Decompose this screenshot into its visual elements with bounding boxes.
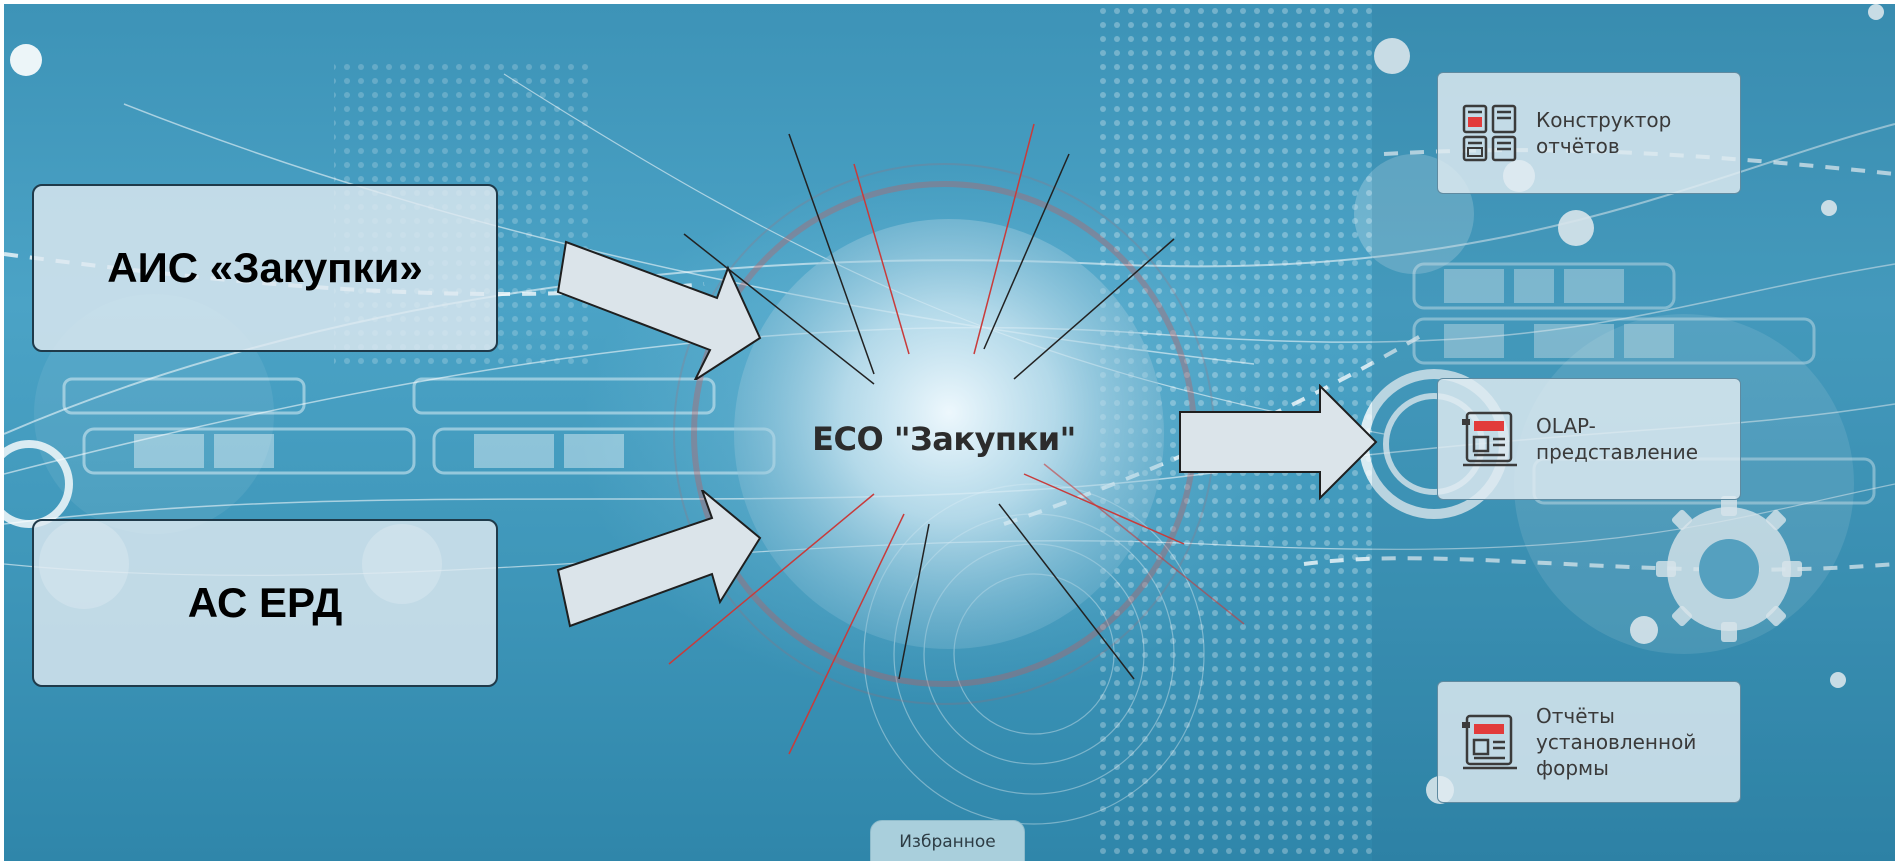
report-builder-icon xyxy=(1462,104,1517,162)
center-system-title: ЕСО "Закупки" xyxy=(812,420,1076,458)
standard-reports-label: Отчёты установленной формы xyxy=(1536,704,1697,780)
source-ais-label: АИС «Закупки» xyxy=(107,244,423,291)
standard-reports-card[interactable]: Отчёты установленной формы xyxy=(1437,681,1741,803)
report-form-icon xyxy=(1462,714,1517,770)
arrow-right-icon xyxy=(556,490,762,628)
olap-view-label: OLAP-представление xyxy=(1536,414,1699,464)
arrow-right-icon xyxy=(556,240,762,380)
source-as-erd: АС ЕРД xyxy=(32,519,498,687)
olap-view-card[interactable]: OLAP-представление xyxy=(1437,378,1741,500)
arrow-right-icon xyxy=(1179,384,1378,501)
report-builder-label: Конструктор отчётов xyxy=(1536,108,1672,158)
workspace-background: АИС «Закупки» АС ЕРД ЕСО "Закупки" xyxy=(4,4,1895,861)
source-ais-zakupki: АИС «Закупки» xyxy=(32,184,498,352)
olap-document-icon xyxy=(1462,411,1517,467)
source-asrd-label: АС ЕРД xyxy=(187,579,343,626)
report-builder-card[interactable]: Конструктор отчётов xyxy=(1437,72,1741,194)
favorites-button[interactable]: Избранное xyxy=(870,820,1025,861)
